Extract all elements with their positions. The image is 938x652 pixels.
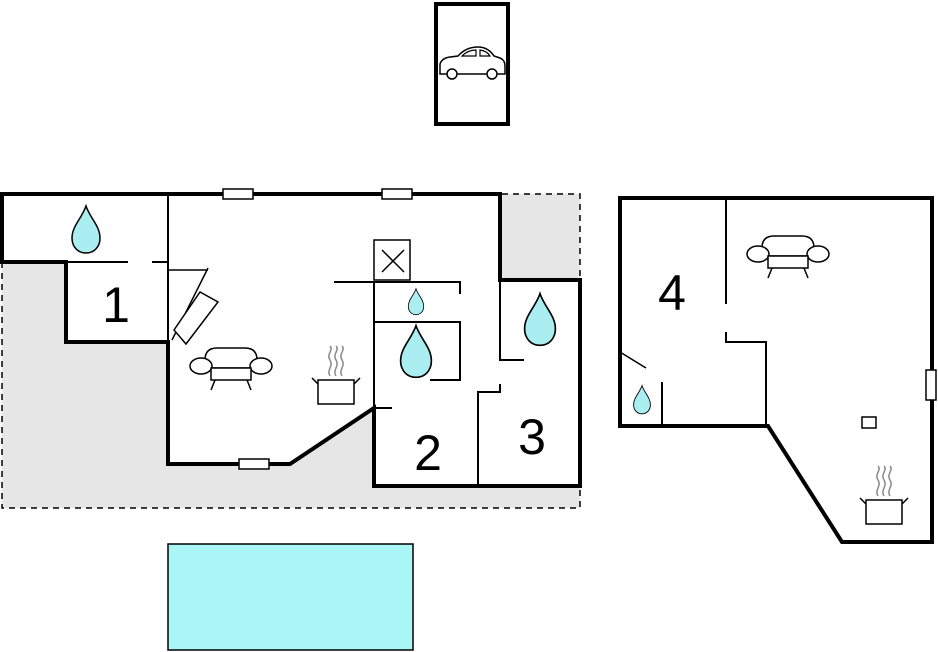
- water-drop-icon: [633, 385, 651, 415]
- main-house: 1 2 3: [0, 188, 582, 488]
- chimney-cross-icon: [373, 239, 411, 281]
- room-label: 4: [658, 265, 686, 321]
- room-label: 1: [102, 277, 130, 333]
- parking-space: [434, 2, 510, 126]
- room-label: 2: [414, 425, 442, 481]
- vent-icon: [861, 416, 877, 429]
- annex-building: 4: [618, 196, 937, 544]
- sofa-icon: [746, 235, 830, 279]
- swimming-pool: [167, 543, 414, 651]
- window-icon: [381, 188, 413, 200]
- car-icon: [439, 46, 506, 80]
- room-label: 3: [518, 409, 546, 465]
- window-icon: [925, 369, 937, 401]
- terrace: [1, 193, 581, 509]
- cooking-pot-icon: [859, 465, 909, 525]
- window-icon: [238, 458, 270, 470]
- window-icon: [222, 188, 254, 200]
